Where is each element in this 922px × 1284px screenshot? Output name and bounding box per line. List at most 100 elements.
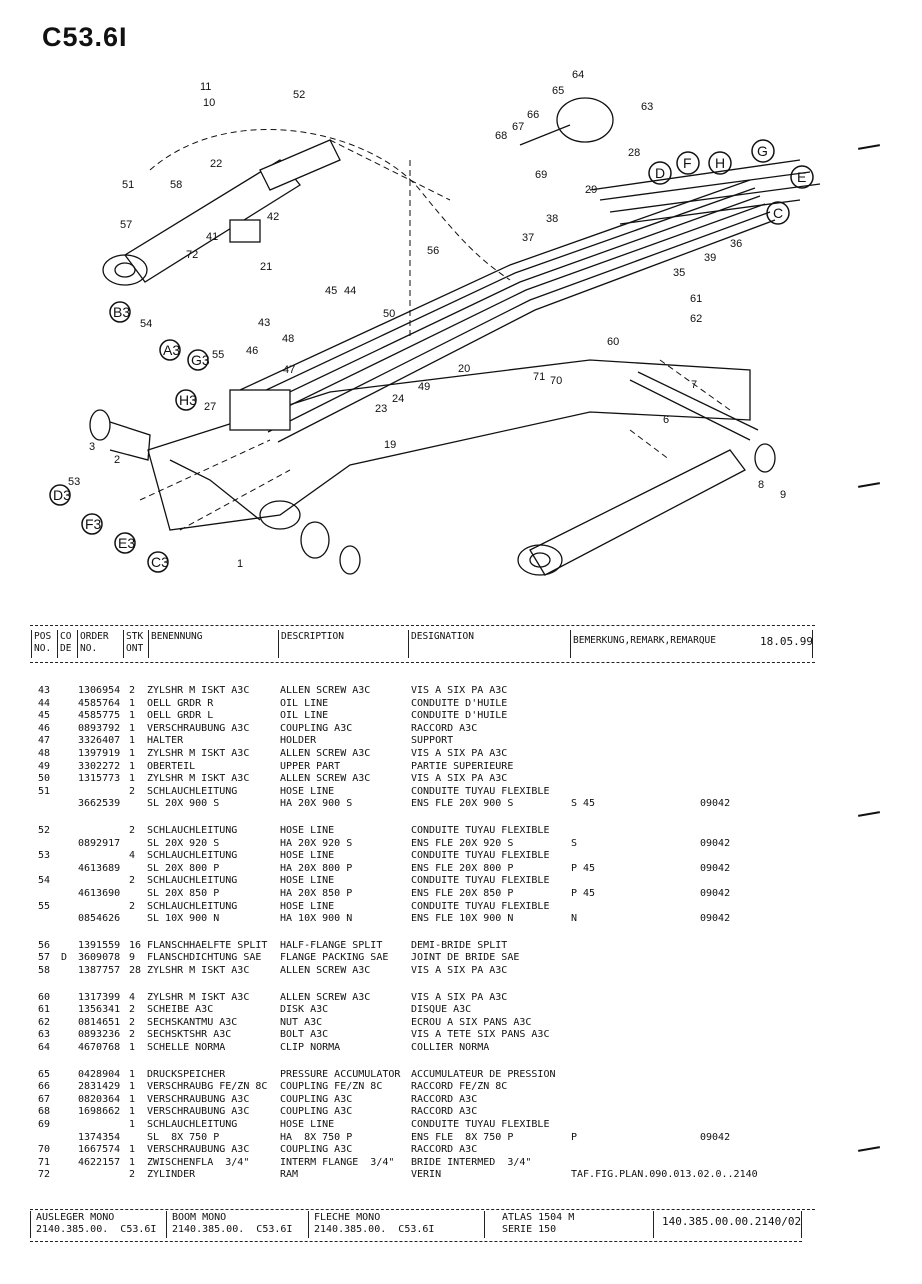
callout-64: 64 (572, 69, 584, 81)
cell-des: JOINT DE BRIDE SAE (411, 952, 520, 964)
cell-des: RACCORD A3C (411, 1106, 478, 1118)
cell-desc: HOSE LINE (280, 825, 335, 836)
cell-ben: SL 10X 900 N (147, 913, 220, 925)
cell-pos: 43 (38, 685, 51, 696)
cell-num: 09042 (700, 1131, 731, 1143)
footer-top-rule (30, 1209, 815, 1210)
cell-order: 0893236 (78, 1029, 121, 1041)
callout-8: 8 (758, 479, 764, 491)
cell-qty: 1 (129, 1081, 136, 1093)
svg-text:A3: A3 (163, 342, 180, 358)
cell-des: CONDUITE TUYAU FLEXIBLE (411, 825, 550, 836)
cell-order: 1387757 (78, 965, 121, 976)
margin-mark (857, 482, 881, 488)
cell-num: 09042 (700, 913, 731, 925)
footer-reference: 140.385.00.00.2140/02 (662, 1215, 802, 1228)
cell-num: 09042 (700, 798, 731, 810)
callout-69: 69 (535, 169, 547, 181)
cell-desc: COUPLING A3C (280, 722, 353, 734)
callout-7: 7 (691, 379, 697, 391)
callout-51: 51 (122, 179, 134, 191)
cell-order: 4622157 (78, 1156, 121, 1168)
callout-55: 55 (212, 349, 224, 361)
cell-pos: 50 (38, 773, 51, 785)
cell-qty: 1 (129, 1068, 136, 1080)
cell-qty: 1 (129, 710, 136, 722)
cell-qty: 2 (129, 900, 136, 912)
callout-A3: A3 (159, 339, 181, 361)
cell-order: 3662539 (78, 798, 121, 810)
callout-H: H (708, 151, 732, 175)
cell-desc: RAM (280, 1169, 299, 1181)
cell-des: VIS A SIX PA A3C (411, 991, 508, 1003)
cell-pos: 61 (38, 1004, 51, 1016)
cell-qty: 2 (129, 685, 136, 696)
cell-ben: SL 20X 900 S (147, 798, 220, 810)
cell-des: ENS FLE 8X 750 P (411, 1131, 514, 1143)
cell-order: 0820364 (78, 1093, 121, 1105)
cell-order: 1356341 (78, 1004, 121, 1016)
cell-des: ECROU A SIX PANS A3C (411, 1016, 532, 1028)
callout-G3: G3 (187, 349, 210, 371)
cell-desc: ALLEN SCREW A3C (280, 748, 371, 759)
svg-text:C: C (773, 205, 783, 221)
callout-39: 39 (704, 252, 716, 264)
cell-qty: 1 (129, 760, 136, 772)
cell-order: 1306954 (78, 685, 121, 696)
cell-qty: 28 (129, 965, 142, 976)
footer-bottom-rule (30, 1241, 802, 1242)
cell-pos: 48 (38, 748, 51, 759)
cell-rem: P 45 (571, 862, 596, 874)
callout-22: 22 (210, 158, 222, 170)
cell-order: 4613690 (78, 888, 121, 899)
cell-pos: 71 (38, 1156, 51, 1168)
cell-order: 0814651 (78, 1016, 121, 1028)
callout-D3: D3 (49, 484, 71, 506)
cell-pos: 57 (38, 952, 51, 964)
cell-des: SUPPORT (411, 735, 454, 747)
callout-60: 60 (607, 336, 619, 348)
cell-rem: N (571, 913, 578, 925)
cell-ben: VERSCHRAUBUNG A3C (147, 722, 250, 734)
col-designation-header: DESIGNATION (411, 631, 474, 642)
cell-des: DEMI-BRIDE SPLIT (411, 939, 508, 951)
callout-9: 9 (780, 489, 786, 501)
callout-6: 6 (663, 414, 669, 426)
cell-ben: ZYLSHR M ISKT A3C (147, 685, 250, 696)
callout-F3: F3 (81, 513, 103, 535)
cell-desc: HOSE LINE (280, 1119, 335, 1130)
cell-num: 09042 (700, 862, 731, 874)
cell-desc: UPPER PART (280, 760, 341, 772)
header-bottom-rule (30, 662, 815, 663)
cell-qty: 2 (129, 1016, 136, 1028)
callout-1: 1 (237, 558, 243, 570)
cell-ben: SCHLAUCHLEITUNG (147, 875, 238, 887)
cell-des: ENS FLE 20X 920 S (411, 837, 514, 849)
cell-qty: 1 (129, 773, 136, 785)
cell-qty: 2 (129, 1169, 136, 1181)
svg-text:D3: D3 (53, 487, 71, 503)
callout-65: 65 (552, 85, 564, 97)
cell-desc: OIL LINE (280, 697, 329, 709)
cell-qty: 1 (129, 735, 136, 747)
cell-qty: 1 (129, 1042, 136, 1053)
cell-qty: 4 (129, 850, 136, 862)
cell-order: 0892917 (78, 837, 121, 849)
svg-text:G3: G3 (191, 352, 210, 368)
cell-pos: 60 (38, 991, 51, 1003)
cell-des: RACCORD FE/ZN 8C (411, 1081, 508, 1093)
cell-pos: 63 (38, 1029, 51, 1041)
callout-67: 67 (512, 121, 524, 133)
exploded-parts-diagram: B3 A3 G3 H3 D3 F3 E3 C3 D F H G E C 1 2 … (49, 69, 821, 576)
cell-des: CONDUITE TUYAU FLEXIBLE (411, 1119, 550, 1130)
callout-29: 29 (585, 184, 597, 196)
cell-pos: 52 (38, 825, 51, 836)
cell-ben: OBERTEIL (147, 760, 196, 772)
cell-pos: 44 (38, 697, 51, 709)
callout-E: E (790, 165, 814, 189)
svg-text:D: D (655, 165, 665, 181)
